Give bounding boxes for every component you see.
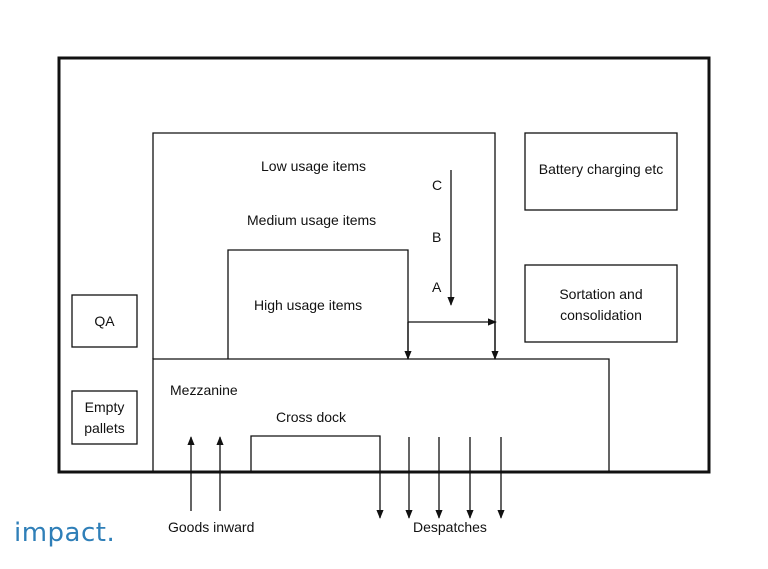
high-usage-label: High usage items — [254, 297, 363, 313]
goods-inward-label: Goods inward — [168, 519, 255, 535]
battery-charging-box — [524, 132, 678, 211]
storage-zone-outline — [152, 132, 496, 359]
despatches-label: Despatches — [413, 519, 487, 535]
impact-logo: impact. — [14, 518, 116, 548]
sortation-label-line1: Sortation and — [559, 286, 643, 302]
medium-usage-label: Medium usage items — [247, 212, 377, 228]
mezzanine-outline — [152, 358, 610, 472]
zone-c-label: C — [432, 177, 443, 193]
building-outline — [57, 56, 711, 474]
high-usage-zone-outline — [227, 249, 409, 359]
empty-pallets-label-line1: Empty — [84, 399, 125, 415]
mezzanine-label: Mezzanine — [170, 382, 238, 398]
empty-pallets-box — [71, 390, 138, 445]
cross-dock-outline — [250, 435, 381, 472]
zone-a-label: A — [432, 279, 442, 295]
empty-pallets-label-line2: pallets — [84, 420, 125, 436]
low-usage-label: Low usage items — [261, 158, 367, 174]
zone-b-label: B — [432, 229, 442, 245]
qa-box — [71, 294, 138, 348]
sortation-box — [524, 264, 678, 343]
cross-dock-label: Cross dock — [276, 409, 347, 425]
sortation-label-line2: consolidation — [560, 307, 642, 323]
qa-label: QA — [94, 313, 115, 329]
battery-charging-label: Battery charging etc — [538, 161, 664, 177]
